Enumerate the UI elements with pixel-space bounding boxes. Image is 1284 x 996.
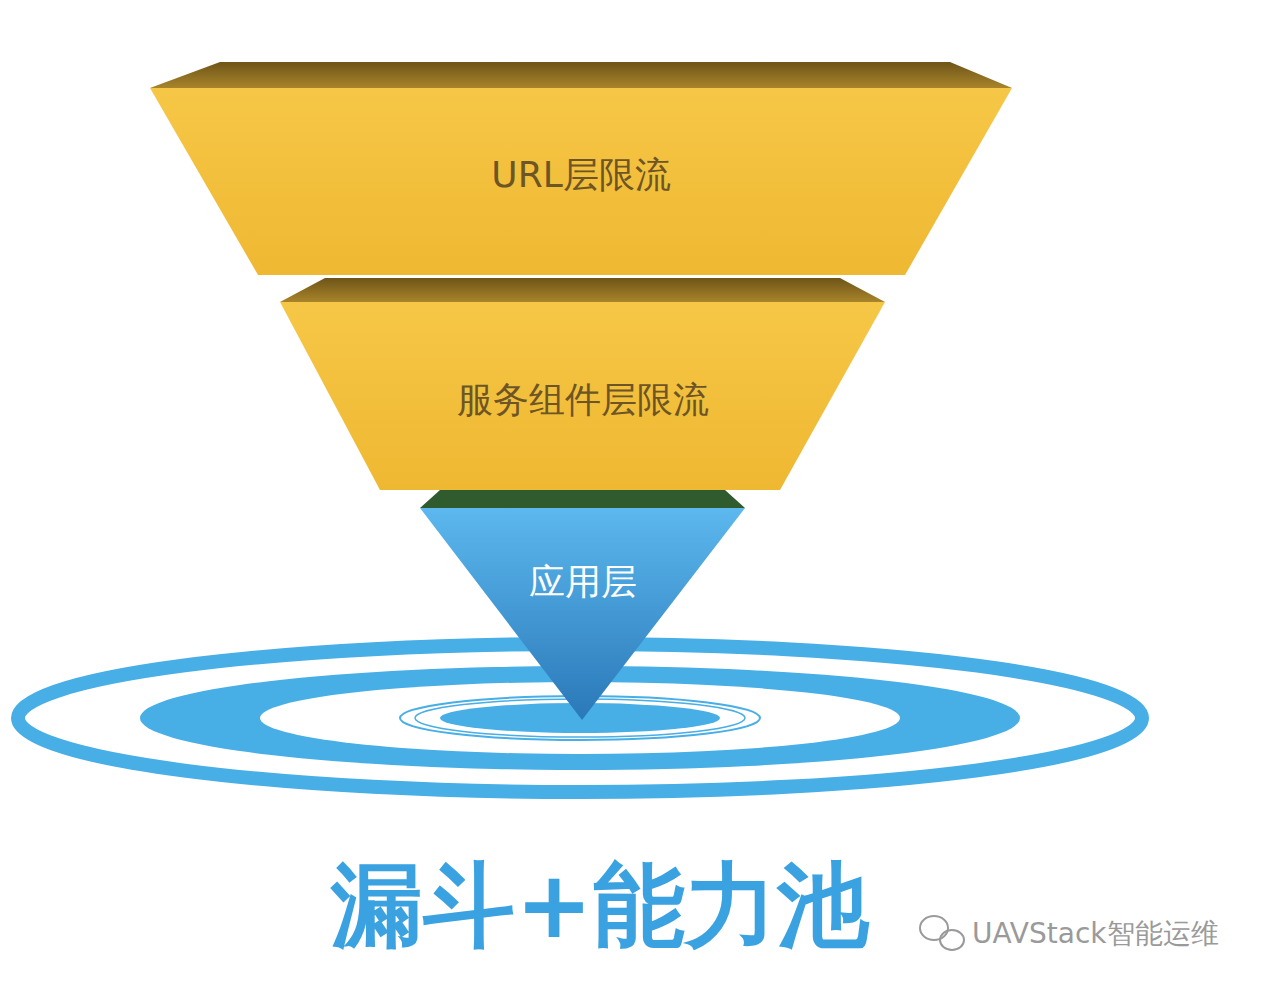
band-front-face: [280, 302, 885, 490]
band-top-face: [150, 62, 1012, 88]
watermark: UAVStack智能运维: [972, 915, 1219, 953]
wechat-icon: [920, 916, 964, 950]
funnel-band: 服务组件层限流: [280, 278, 885, 490]
band-label: URL层限流: [491, 151, 670, 200]
band-top-face: [420, 490, 745, 508]
band-front-face: [150, 88, 1012, 275]
band-top-face: [280, 278, 885, 302]
funnel-band: URL层限流: [150, 62, 1012, 277]
band-label: 应用层: [529, 558, 637, 607]
funnel-shape: [420, 490, 745, 722]
funnel-tip: 应用层: [420, 490, 745, 722]
diagram-title: 漏斗+能力池: [331, 844, 868, 968]
band-label: 服务组件层限流: [457, 376, 709, 425]
band-front-face: [420, 508, 745, 720]
